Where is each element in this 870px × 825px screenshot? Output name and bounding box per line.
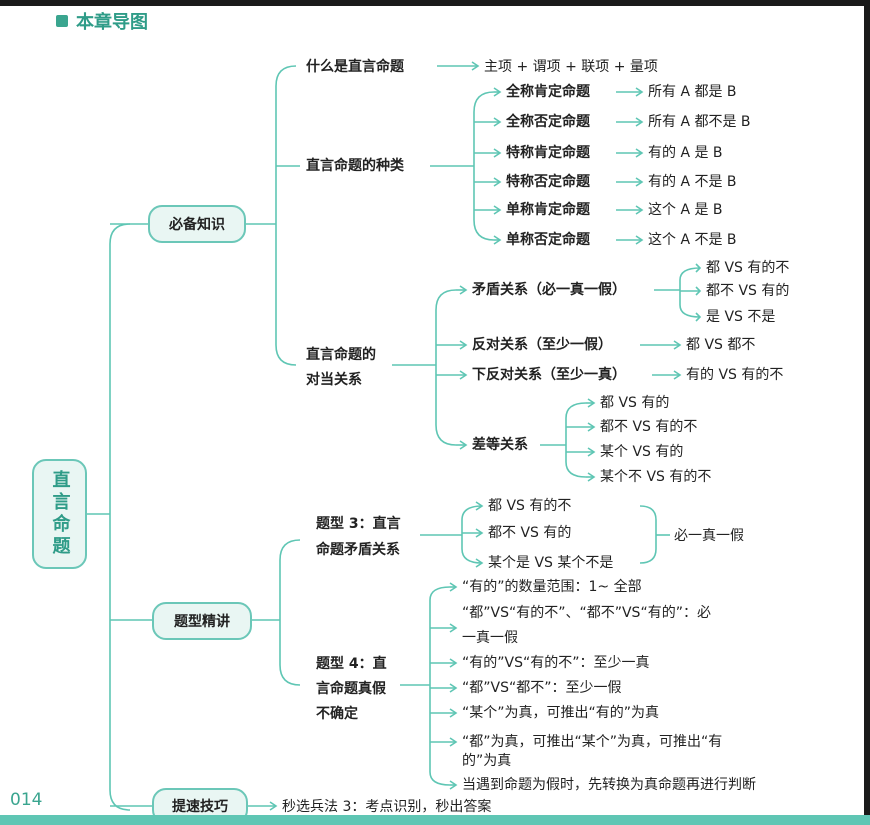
type4-item: “有的”VS“有的不”：至少一真 (462, 655, 650, 671)
type4-line3: 不确定 (316, 706, 358, 722)
branch-essential-knowledge-label: 必备知识 (169, 217, 225, 233)
type4-item-cont: 一真一假 (462, 630, 518, 646)
type3-line2: 命题矛盾关系 (316, 542, 400, 558)
type3-item: 都 VS 有的不 (488, 498, 572, 514)
node-square-line2: 对当关系 (306, 372, 362, 388)
window-frame-right (864, 0, 870, 825)
relation-item: 都 VS 有的 (600, 395, 670, 411)
type3-line1: 题型 3：直言 (316, 516, 401, 532)
kind-name: 特称肯定命题 (506, 145, 590, 161)
kind-name: 单称肯定命题 (506, 202, 590, 218)
relation-item: 有的 VS 有的不 (686, 367, 784, 383)
relation-subcontrary: 下反对关系（至少一真） (472, 367, 626, 383)
bottom-accent-bar (0, 815, 870, 825)
type4-item: “都”VS“有的不”、“都不”VS“有的”：必 (462, 605, 711, 621)
kind-form: 有的 A 是 B (648, 145, 723, 161)
relation-contrary: 反对关系（至少一假） (472, 337, 612, 353)
kind-name: 全称肯定命题 (506, 84, 590, 100)
root-node: 直言命题 (32, 459, 87, 569)
section-header: 本章导图 (56, 8, 148, 34)
kind-name: 单称否定命题 (506, 232, 590, 248)
type4-line1: 题型 4：直 (316, 656, 387, 672)
type4-item: “有的”的数量范围：1~ 全部 (462, 579, 642, 595)
relation-item: 都不 VS 有的不 (600, 419, 698, 435)
type3-item: 某个是 VS 某个不是 (488, 555, 614, 571)
page-number: 014 (10, 790, 43, 810)
relation-contradiction: 矛盾关系（必一真一假） (472, 282, 626, 298)
kind-form: 所有 A 都不是 B (648, 114, 751, 130)
relation-subalternation: 差等关系 (472, 437, 528, 453)
relation-item: 都 VS 有的不 (706, 260, 790, 276)
type4-item-cont: 的”为真 (462, 753, 512, 769)
kind-name: 特称否定命题 (506, 174, 590, 190)
relation-item: 某个 VS 有的 (600, 444, 684, 460)
type3-result: 必一真一假 (674, 528, 744, 544)
type4-line2: 言命题真假 (316, 681, 386, 697)
node-what-is: 什么是直言命题 (306, 59, 404, 75)
type4-item: “都”为真，可推出“某个”为真，可推出“有 (462, 734, 723, 750)
relation-item: 某个不 VS 有的不 (600, 469, 712, 485)
branch-question-types: 题型精讲 (152, 602, 252, 640)
window-frame-top (0, 0, 870, 6)
bullet-square-icon (56, 15, 68, 27)
speed-tip-detail: 秒选兵法 3：考点识别，秒出答案 (282, 799, 492, 815)
section-title: 本章导图 (76, 12, 148, 33)
relation-item: 都 VS 都不 (686, 337, 756, 353)
branch-speed-tips-label: 提速技巧 (172, 799, 228, 815)
kind-form: 所有 A 都是 B (648, 84, 737, 100)
type4-item: 当遇到命题为假时，先转换为真命题再进行判断 (462, 777, 756, 793)
relation-item: 是 VS 不是 (706, 309, 776, 325)
type4-item: “都”VS“都不”：至少一假 (462, 680, 622, 696)
node-what-is-detail: 主项 + 谓项 + 联项 + 量项 (484, 59, 658, 75)
kind-form: 这个 A 是 B (648, 202, 723, 218)
node-square-line1: 直言命题的 (306, 347, 376, 363)
kind-form: 这个 A 不是 B (648, 232, 737, 248)
kind-name: 全称否定命题 (506, 114, 590, 130)
node-kinds: 直言命题的种类 (306, 158, 404, 174)
branch-question-types-label: 题型精讲 (174, 614, 230, 630)
type4-item: “某个”为真，可推出“有的”为真 (462, 705, 660, 721)
type3-item: 都不 VS 有的 (488, 525, 572, 541)
root-label: 直言命题 (49, 470, 71, 558)
branch-essential-knowledge: 必备知识 (148, 205, 246, 243)
kind-form: 有的 A 不是 B (648, 174, 737, 190)
relation-item: 都不 VS 有的 (706, 283, 790, 299)
